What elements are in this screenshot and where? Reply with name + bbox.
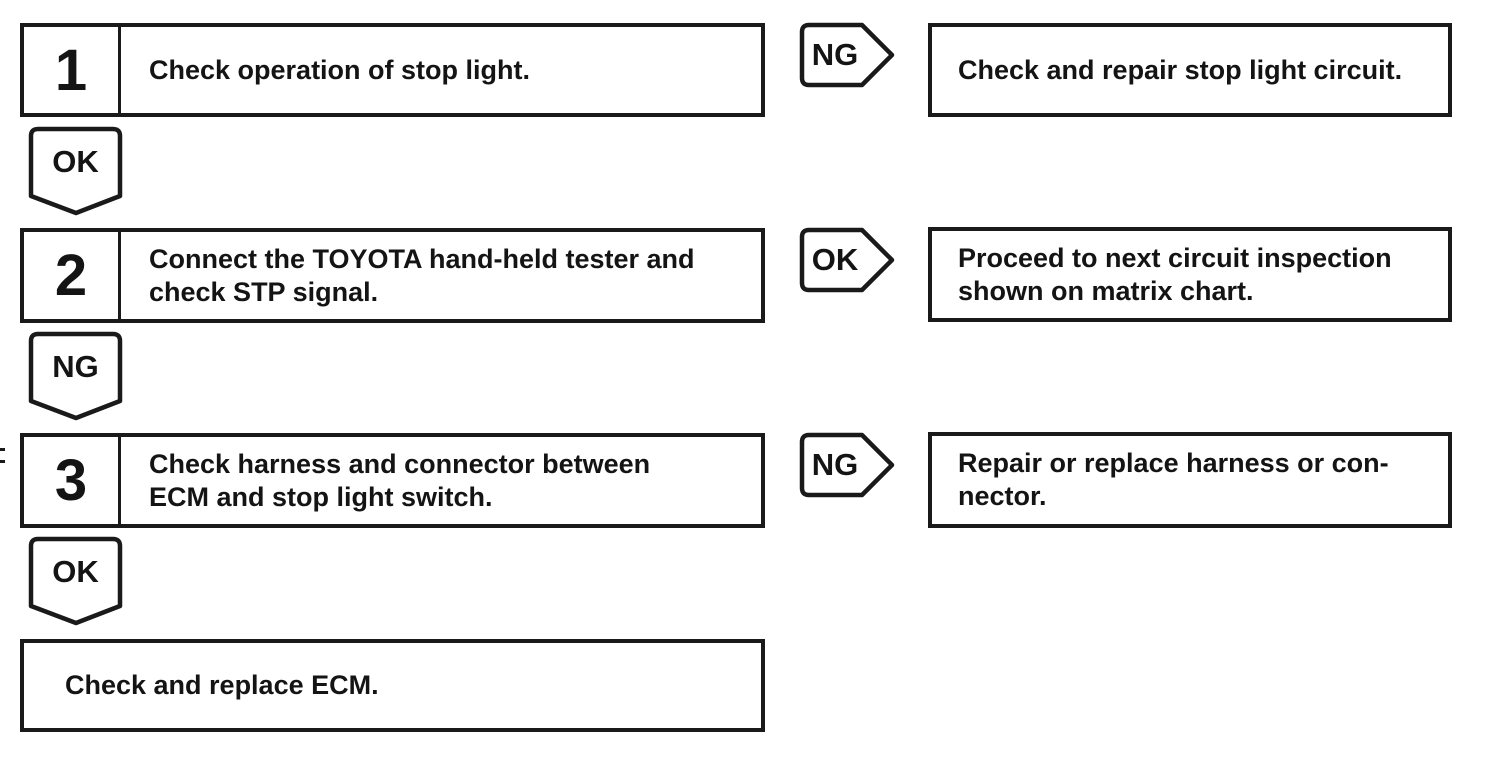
right-arrow-shape-icon: [799, 432, 895, 498]
step-box-1: 1 Check operation of stop light.: [20, 23, 765, 117]
down-badge-ok-3: OK: [28, 536, 123, 626]
step-text-line: ECM and stop light switch.: [149, 481, 493, 512]
step-number-3: 3: [24, 437, 121, 524]
branch-badge-ng-1: NG: [799, 22, 896, 88]
down-badge-label: NG: [52, 349, 99, 384]
result-text-line: Repair or replace harness or con-: [958, 448, 1389, 478]
branch-badge-ng-3: NG: [799, 432, 896, 498]
down-arrow-shape-icon: [28, 126, 123, 216]
step-text-2: Connect the TOYOTA hand-held tester and …: [121, 232, 761, 319]
down-badge-label: OK: [52, 144, 99, 179]
result-box-3: Repair or replace harness or con- nector…: [928, 432, 1452, 528]
down-badge-ng-2: NG: [28, 331, 123, 421]
down-arrow-shape-icon: [28, 536, 123, 626]
result-text-line: Proceed to next circuit inspection: [958, 242, 1392, 273]
scan-artifact: [0, 448, 5, 463]
step-box-3: 3 Check harness and connector between EC…: [20, 433, 765, 528]
step-text-1: Check operation of stop light.: [121, 27, 761, 113]
down-badge-label: OK: [52, 554, 99, 589]
step-text-line: Check harness and connector between: [149, 448, 651, 479]
down-badge-ok-1: OK: [28, 126, 123, 216]
result-box-2: Proceed to next circuit inspection shown…: [928, 227, 1452, 322]
down-arrow-shape-icon: [28, 331, 123, 421]
step-text-line: Connect the TOYOTA hand-held tester and: [149, 243, 695, 274]
step-number-1: 1: [24, 27, 121, 113]
step-text-line: Check operation of stop light.: [149, 54, 531, 85]
branch-badge-label: OK: [811, 242, 859, 277]
step-text-line: check STP signal.: [149, 276, 379, 307]
right-arrow-shape-icon: [799, 22, 895, 88]
branch-badge-ok-2: OK: [799, 227, 896, 293]
result-text-line: Check and repair stop light circuit.: [958, 54, 1403, 85]
terminal-box: Check and replace ECM.: [20, 639, 765, 732]
terminal-text-line: Check and replace ECM.: [65, 670, 379, 700]
result-text-line: shown on matrix chart.: [958, 275, 1254, 306]
result-box-1: Check and repair stop light circuit.: [928, 23, 1452, 117]
step-box-2: 2 Connect the TOYOTA hand-held tester an…: [20, 228, 765, 323]
right-arrow-shape-icon: [799, 227, 895, 293]
result-text-line: nector.: [958, 481, 1047, 511]
step-text-3: Check harness and connector between ECM …: [121, 437, 761, 524]
step-number-2: 2: [24, 232, 121, 319]
branch-badge-label: NG: [811, 447, 859, 482]
branch-badge-label: NG: [811, 37, 859, 72]
